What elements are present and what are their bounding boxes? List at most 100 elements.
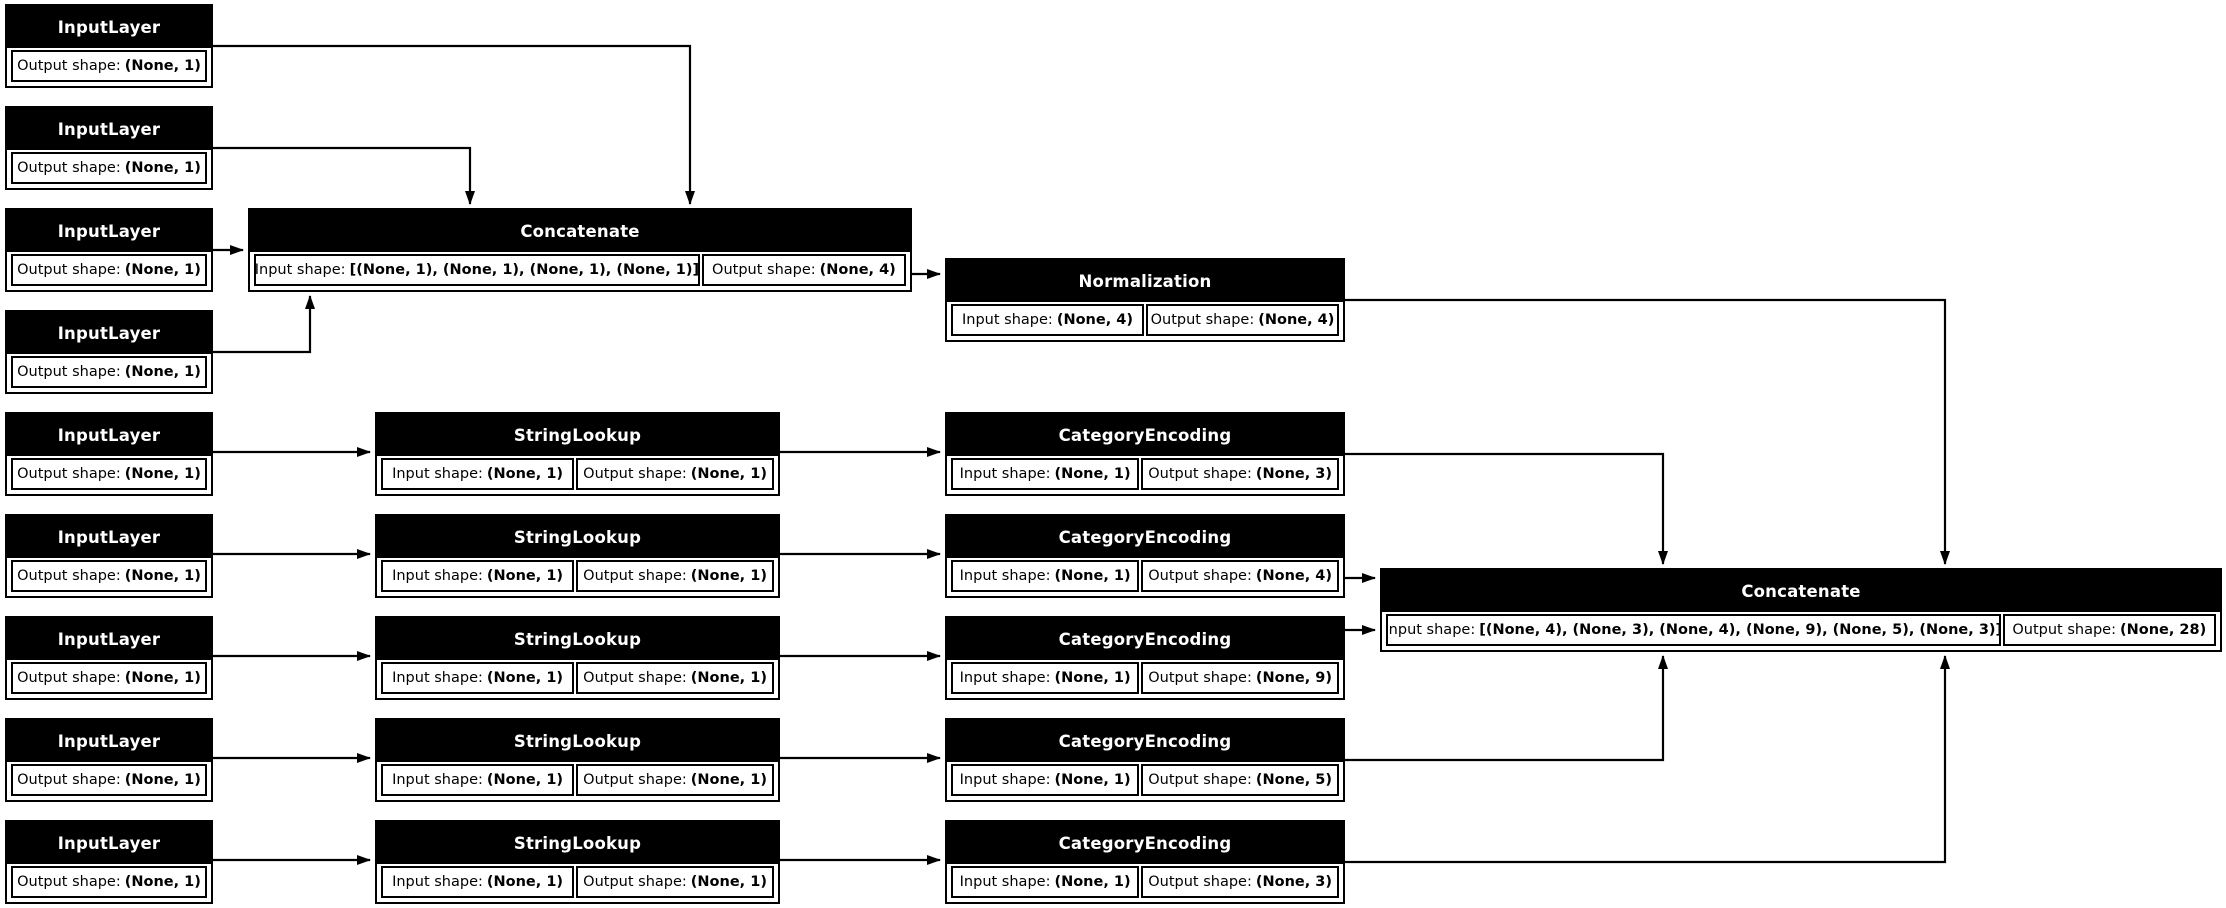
node-categoryencoding-3-cell-input-shape: Input shape:(None, 1) [951, 662, 1140, 694]
node-categoryencoding-2-cell-output-shape: Output shape:(None, 4) [1141, 560, 1339, 592]
node-categoryencoding-4-cell-input-shape: Input shape:(None, 1) [951, 764, 1140, 796]
node-body-stringlookup-1: Input shape:(None, 1)Output shape:(None,… [377, 456, 778, 494]
node-title-stringlookup-1: StringLookup [377, 414, 778, 456]
node-stringlookup-4-cell-input-shape: Input shape:(None, 1) [381, 764, 575, 796]
node-title-concatenate-1: Concatenate [250, 210, 910, 252]
node-body-input-9: Output shape:(None, 1) [7, 864, 211, 902]
edge-normalization-to-concatenate-2 [1345, 298, 1950, 565]
shape-value: (None, 1) [690, 670, 767, 686]
shape-label: Output shape: [583, 466, 687, 482]
shape-value: (None, 1) [486, 466, 564, 482]
shape-label: Input shape: [392, 874, 483, 890]
shape-label: Output shape: [17, 262, 121, 278]
node-stringlookup-1-cell-output-shape: Output shape:(None, 1) [576, 458, 774, 490]
node-title-categoryencoding-3: CategoryEncoding [947, 618, 1343, 660]
node-concatenate-2-cell-input-shape: Input shape:[(None, 4), (None, 3), (None… [1386, 614, 2001, 646]
shape-label: Output shape: [583, 874, 687, 890]
node-title-input-4: InputLayer [7, 312, 211, 354]
shape-value: (None, 3) [1255, 874, 1333, 890]
node-body-categoryencoding-3: Input shape:(None, 1)Output shape:(None,… [947, 660, 1343, 698]
shape-label: Output shape: [17, 160, 121, 176]
node-stringlookup-3-cell-input-shape: Input shape:(None, 1) [381, 662, 575, 694]
shape-value: (None, 1) [124, 262, 201, 278]
shape-label: Input shape: [392, 466, 483, 482]
shape-value: (None, 1) [1054, 466, 1131, 482]
shape-value: (None, 1) [690, 772, 767, 788]
node-body-input-2: Output shape:(None, 1) [7, 150, 211, 188]
node-body-input-7: Output shape:(None, 1) [7, 660, 211, 698]
node-input-6-cell-output-shape: Output shape:(None, 1) [11, 560, 207, 592]
node-title-stringlookup-2: StringLookup [377, 516, 778, 558]
node-categoryencoding-5-cell-input-shape: Input shape:(None, 1) [951, 866, 1140, 898]
node-normalization-cell-input-shape: Input shape:(None, 4) [951, 304, 1144, 336]
node-title-input-8: InputLayer [7, 720, 211, 762]
shape-value: (None, 1) [690, 466, 767, 482]
node-concatenate-1-cell-input-shape: Input shape:[(None, 1), (None, 1), (None… [254, 254, 700, 286]
shape-value: (None, 4) [819, 262, 896, 278]
node-input-3-cell-output-shape: Output shape:(None, 1) [11, 254, 207, 286]
edge-input-1-to-concatenate-1 [213, 44, 695, 205]
node-input-2-cell-output-shape: Output shape:(None, 1) [11, 152, 207, 184]
shape-value: (None, 4) [1056, 312, 1133, 328]
shape-label: Input shape: [392, 568, 483, 584]
shape-label: Input shape: [959, 670, 1051, 686]
shape-label: Input shape: [392, 772, 483, 788]
node-input-9-cell-output-shape: Output shape:(None, 1) [11, 866, 207, 898]
edge-categoryencoding-5-to-concatenate-2 [1345, 655, 1950, 864]
node-body-input-1: Output shape:(None, 1) [7, 48, 211, 86]
shape-value: (None, 4) [1258, 312, 1335, 328]
node-stringlookup-4-cell-output-shape: Output shape:(None, 1) [576, 764, 774, 796]
node-title-concatenate-2: Concatenate [1382, 570, 2220, 612]
node-title-input-6: InputLayer [7, 516, 211, 558]
node-title-input-5: InputLayer [7, 414, 211, 456]
shape-value: (None, 1) [486, 568, 564, 584]
shape-value: (None, 1) [486, 670, 564, 686]
node-concatenate-1-cell-output-shape: Output shape:(None, 4) [701, 254, 906, 286]
shape-value: (None, 1) [124, 160, 201, 176]
node-title-categoryencoding-4: CategoryEncoding [947, 720, 1343, 762]
shape-value: (None, 1) [486, 874, 564, 890]
node-input-4-cell-output-shape: Output shape:(None, 1) [11, 356, 207, 388]
shape-label: Output shape: [17, 670, 121, 686]
edge-categoryencoding-1-to-concatenate-2 [1345, 452, 1668, 565]
shape-value: [(None, 1), (None, 1), (None, 1), (None,… [349, 262, 700, 278]
shape-value: (None, 1) [1054, 874, 1131, 890]
edge-input-4-to-concatenate-1 [213, 295, 315, 354]
node-body-stringlookup-5: Input shape:(None, 1)Output shape:(None,… [377, 864, 778, 902]
shape-label: Output shape: [1148, 466, 1252, 482]
shape-value: (None, 28) [2119, 622, 2207, 638]
edge-input-2-to-concatenate-1 [213, 146, 475, 205]
node-body-stringlookup-2: Input shape:(None, 1) Output shape:(None,… [377, 558, 778, 596]
node-stringlookup-3-cell-output-shape: Output shape:(None, 1) [576, 662, 774, 694]
shape-value: (None, 1) [124, 58, 201, 74]
shape-label: Input shape: [1386, 622, 1476, 638]
node-body-categoryencoding-1: Input shape:(None, 1)Output shape:(None,… [947, 456, 1343, 494]
node-categoryencoding-3-cell-output-shape: Output shape:(None, 9) [1141, 662, 1339, 694]
node-input-5-cell-output-shape: Output shape:(None, 1) [11, 458, 207, 490]
shape-value: (None, 9) [1255, 670, 1333, 686]
shape-label: Output shape: [1148, 568, 1252, 584]
shape-label: Output shape: [583, 772, 687, 788]
shape-label: Input shape: [959, 568, 1051, 584]
node-normalization-cell-output-shape: Output shape:(None, 4) [1146, 304, 1339, 336]
shape-value: (None, 1) [1054, 670, 1131, 686]
node-stringlookup-2-cell-output-shape: Output shape:(None, 1) [576, 560, 774, 592]
node-body-concatenate-1: Input shape:[(None, 1), (None, 1), (None… [250, 252, 910, 290]
